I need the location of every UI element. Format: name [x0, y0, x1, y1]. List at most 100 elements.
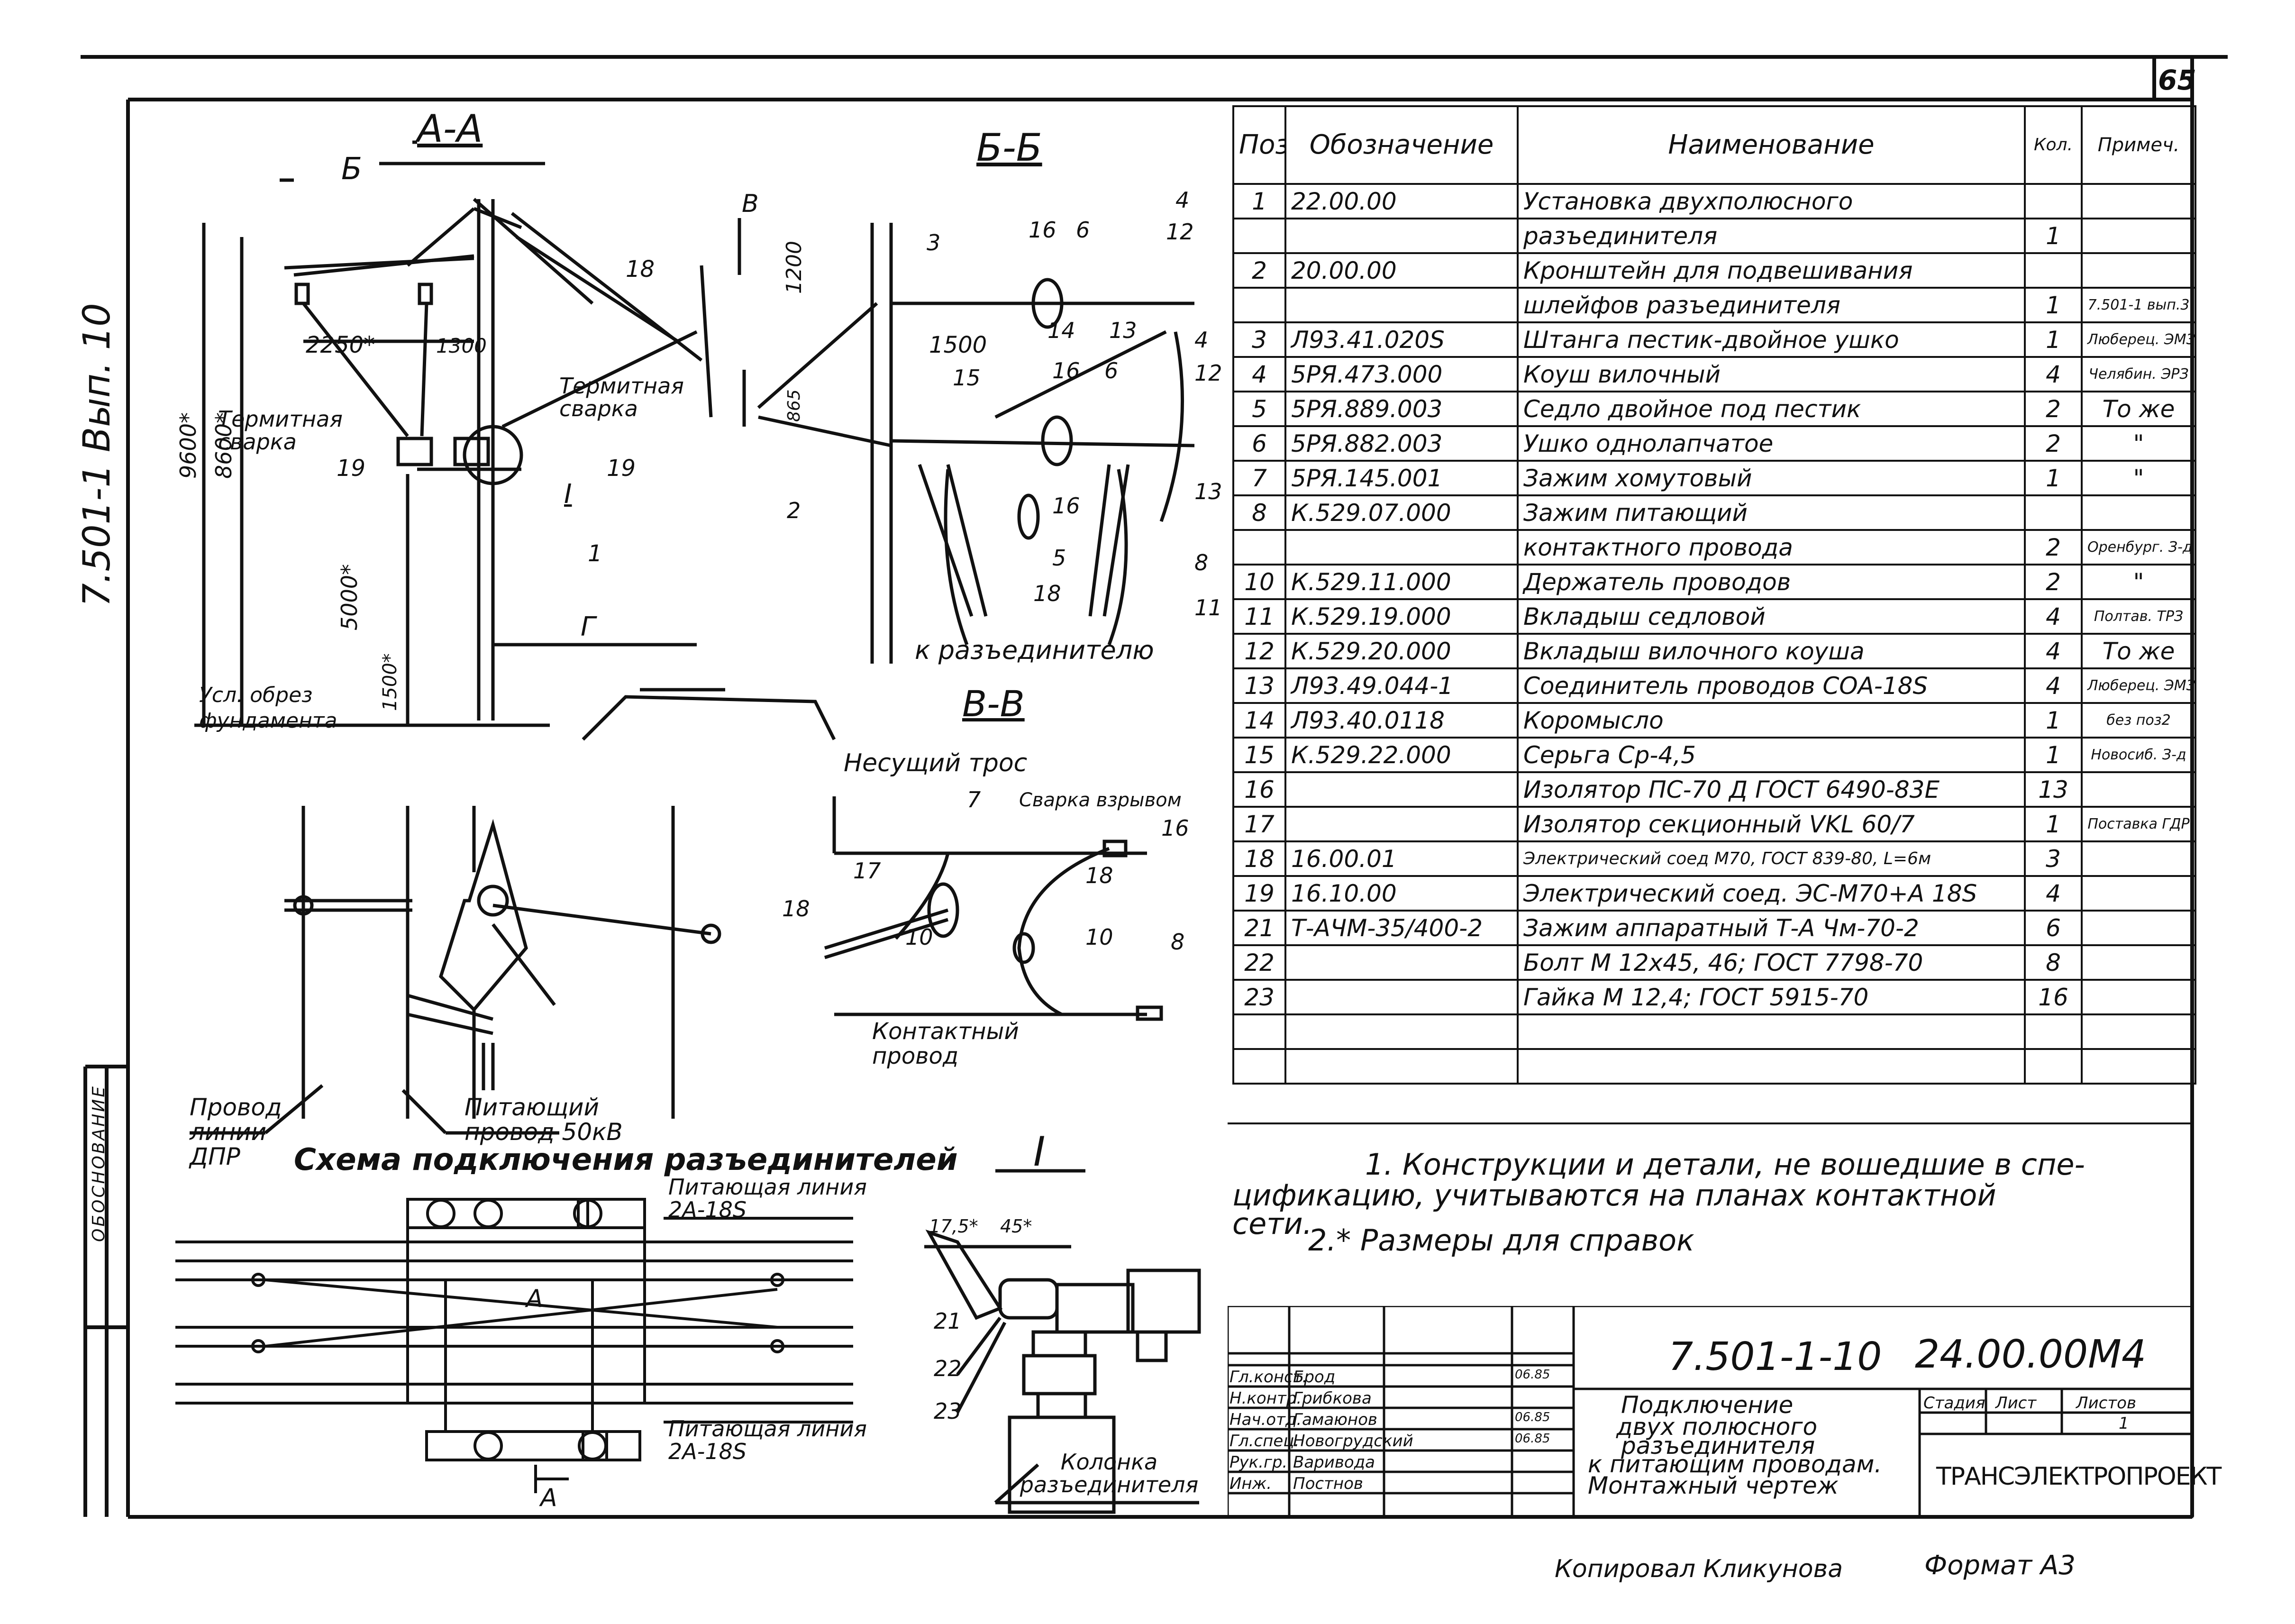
- designation-cell: Л93.40.0118: [1284, 702, 1519, 739]
- mark-g: Г: [581, 611, 596, 642]
- callout: 7: [967, 787, 981, 812]
- callout: 12: [1194, 360, 1222, 386]
- designation-cell: Л93.41.020S: [1284, 321, 1519, 358]
- dim-9600: 9600*: [175, 412, 201, 479]
- qty-cell: 1: [2024, 737, 2083, 773]
- designation-cell: 16.00.01: [1284, 840, 1519, 877]
- scheme-drawing: [175, 1198, 853, 1493]
- callout: 19: [607, 455, 636, 482]
- name-cell: Установка двухполюсного: [1517, 183, 2026, 219]
- label-thermite-right: Термитная сварка: [559, 373, 684, 421]
- section-title-vv: В-В: [962, 683, 1025, 725]
- pos-cell: 17: [1232, 806, 1286, 842]
- pos-cell: [1232, 287, 1286, 323]
- callout: 23: [934, 1398, 962, 1424]
- name-cell: Держатель проводов: [1517, 564, 2026, 600]
- signature-date: 06.85: [1515, 1410, 1550, 1424]
- designation-cell: [1284, 218, 1519, 254]
- callout: 12: [1166, 219, 1194, 245]
- callout: 16: [1052, 493, 1080, 519]
- signature-name: Гамаюнов: [1293, 1410, 1377, 1429]
- col-name: Наименование: [1517, 105, 2026, 185]
- designation-cell: К.529.22.000: [1284, 737, 1519, 773]
- name-cell: Ушко однолапчатое: [1517, 425, 2026, 462]
- qty-cell: 1: [2024, 806, 2083, 842]
- notes-cell: [2081, 771, 2196, 808]
- designation-cell: 22.00.00: [1284, 183, 1519, 219]
- designation-cell: К.529.07.000: [1284, 494, 1519, 531]
- plan-view-drawing: [190, 806, 721, 1135]
- mark-b: Б: [341, 152, 362, 187]
- signature-name: Постнов: [1293, 1474, 1363, 1493]
- callout: 18: [626, 256, 655, 283]
- dim-1500b: 1500: [929, 332, 987, 358]
- section-vv-drawing: [824, 796, 1163, 1021]
- callout: 16: [1052, 358, 1080, 383]
- sheets-value: 1: [2119, 1414, 2129, 1433]
- callout: 13: [1109, 318, 1137, 343]
- qty-cell: [2024, 1048, 2083, 1085]
- mark-v: В: [742, 190, 759, 218]
- designation-cell: [1284, 806, 1519, 842]
- name-cell: Электрический соед. ЭС-М70+А 18S: [1517, 875, 2026, 912]
- notes-cell: Новосиб. З-д: [2081, 737, 2196, 773]
- notes-cell: Полтав. ТРЗ: [2081, 598, 2196, 635]
- designation-cell: [1284, 287, 1519, 323]
- notes-cell: ": [2081, 564, 2196, 600]
- signature-date: 06.85: [1515, 1432, 1550, 1446]
- label-feed-line-top: Питающая линия 2А-18S: [668, 1174, 867, 1223]
- notes-cell: 7.501-1 вып.3: [2081, 287, 2196, 323]
- designation-cell: 5РЯ.889.003: [1284, 391, 1519, 427]
- label-contact-wire: Контактный провод: [872, 1018, 1019, 1069]
- qty-cell: 8: [2024, 944, 2083, 981]
- notes-cell: [2081, 875, 2196, 912]
- organization: ТРАНСЭЛЕКТРОПРОЕКТ: [1936, 1462, 2222, 1491]
- qty-cell: 2: [2024, 391, 2083, 427]
- designation-cell: [1284, 529, 1519, 566]
- label-explosive-weld: Сварка взрывом: [1019, 789, 1182, 811]
- qty-cell: 4: [2024, 598, 2083, 635]
- label-carrier-cable: Несущий трос: [844, 749, 1028, 777]
- notes-cell: [2081, 1048, 2196, 1085]
- pos-cell: 2: [1232, 252, 1286, 289]
- note-line-4: 2.* Размеры для справок: [1308, 1223, 1694, 1258]
- name-cell: шлейфов разъединителя: [1517, 287, 2026, 323]
- name-cell: Электрический соед М70, ГОСТ 839-80, L=6…: [1517, 840, 2026, 877]
- notes-cell: [2081, 944, 2196, 981]
- name-cell: [1517, 1048, 2026, 1085]
- callout: 10: [905, 924, 933, 950]
- name-cell: Серьга Ср-4,5: [1517, 737, 2026, 773]
- callout: 8: [1194, 550, 1209, 575]
- callout: 10: [1085, 924, 1113, 950]
- signature-name: Грибкова: [1293, 1389, 1372, 1408]
- pos-cell: [1232, 1013, 1286, 1050]
- notes-cell: Люберец. ЭМЗ: [2081, 321, 2196, 358]
- notes-cell: без поз2: [2081, 702, 2196, 739]
- title-line-2: двух полюсного: [1616, 1413, 1818, 1441]
- pos-cell: [1232, 218, 1286, 254]
- qty-cell: 1: [2024, 702, 2083, 739]
- notes-cell: [2081, 840, 2196, 877]
- dim-5000: 5000*: [337, 564, 362, 630]
- name-cell: разъединителя: [1517, 218, 2026, 254]
- qty-cell: 2: [2024, 564, 2083, 600]
- name-cell: Коромысло: [1517, 702, 2026, 739]
- callout: 11: [1194, 595, 1222, 620]
- label-ground: Усл. обрез фундамента: [199, 683, 337, 733]
- doc-number: 24.00.00М4: [1915, 1332, 2147, 1377]
- name-cell: Зажим аппаратный Т-А Чм-70-2: [1517, 910, 2026, 946]
- callout: 21: [934, 1308, 962, 1334]
- signature-role: Рук.гр.: [1229, 1453, 1288, 1472]
- name-cell: Болт М 12х45, 46; ГОСТ 7798-70: [1517, 944, 2026, 981]
- sheet-header: Лист: [1995, 1394, 2037, 1413]
- notes-cell: [2081, 979, 2196, 1015]
- copied-by: Копировал Кликунова: [1555, 1555, 1843, 1583]
